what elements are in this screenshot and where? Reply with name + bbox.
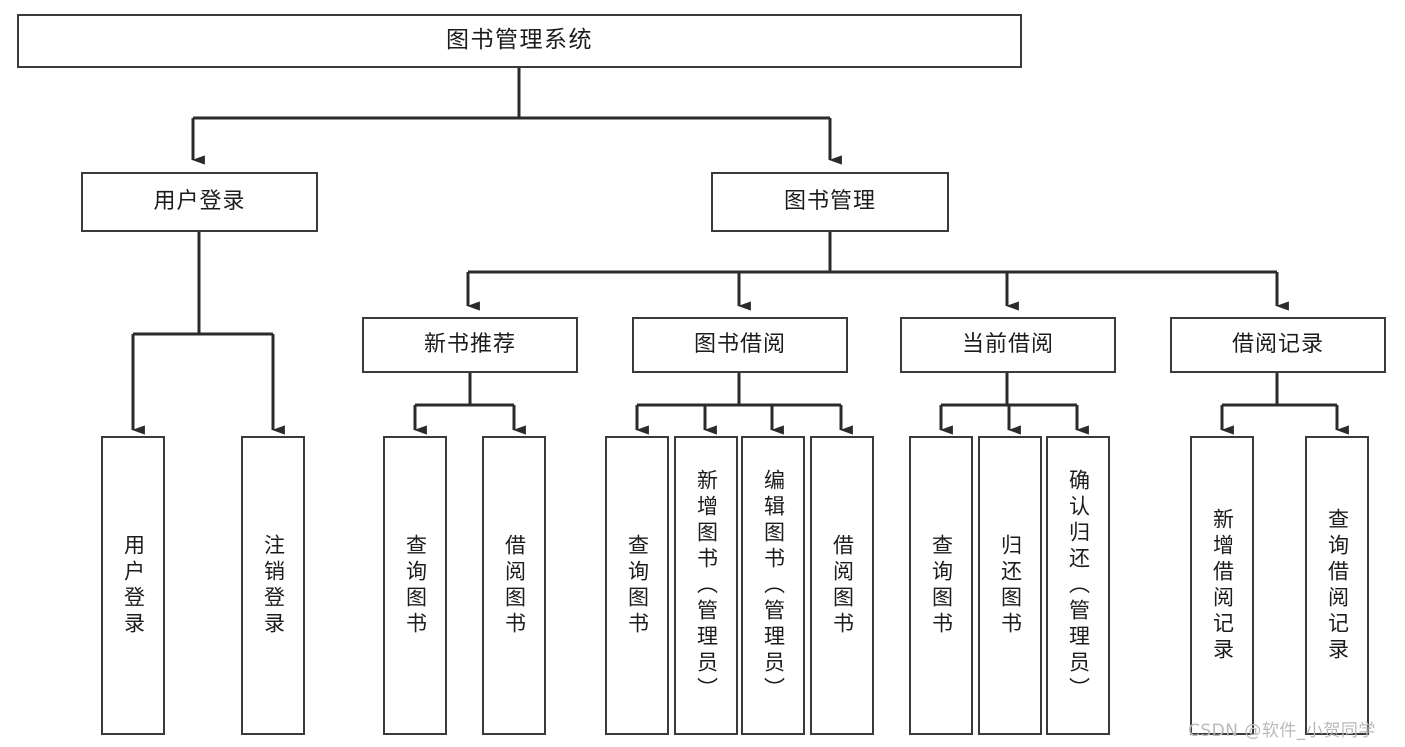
node-root-book-management-system[interactable]: 图书管理系统 xyxy=(17,14,1022,68)
leaf-query-book-recommend[interactable]: 查询图书 xyxy=(383,436,447,735)
leaf-confirm-return-admin[interactable]: 确认归还（管理员） xyxy=(1046,436,1110,735)
leaf-borrow-book[interactable]: 借阅图书 xyxy=(810,436,874,735)
node-label: 查询图书 xyxy=(625,533,650,638)
node-label: 图书借阅 xyxy=(693,332,786,358)
leaf-query-book-borrow[interactable]: 查询图书 xyxy=(605,436,669,735)
leaf-edit-book-admin[interactable]: 编辑图书（管理员） xyxy=(741,436,805,735)
leaf-add-borrow-record[interactable]: 新增借阅记录 xyxy=(1190,436,1254,735)
node-label: 用户登录 xyxy=(121,533,146,638)
node-book-management[interactable]: 图书管理 xyxy=(711,172,949,232)
node-new-book-recommendation[interactable]: 新书推荐 xyxy=(362,317,578,373)
leaf-logout[interactable]: 注销登录 xyxy=(241,436,305,735)
node-label: 编辑图书（管理员） xyxy=(761,468,786,703)
node-label: 新增借阅记录 xyxy=(1210,507,1235,664)
node-label: 归还图书 xyxy=(998,533,1023,638)
node-label: 借阅记录 xyxy=(1231,332,1324,358)
node-label: 注销登录 xyxy=(261,533,286,638)
node-label: 图书管理系统 xyxy=(446,27,593,54)
leaf-return-book[interactable]: 归还图书 xyxy=(978,436,1042,735)
node-label: 查询图书 xyxy=(403,533,428,638)
node-label: 查询借阅记录 xyxy=(1325,507,1350,664)
node-label: 新书推荐 xyxy=(423,332,516,358)
node-borrowing-record[interactable]: 借阅记录 xyxy=(1170,317,1386,373)
node-label: 当前借阅 xyxy=(961,332,1054,358)
node-label: 图书管理 xyxy=(783,189,876,215)
node-label: 用户登录 xyxy=(153,189,246,215)
watermark-text: CSDN @软件_小贺同学 xyxy=(1188,721,1376,741)
node-book-borrowing[interactable]: 图书借阅 xyxy=(632,317,848,373)
node-label: 查询图书 xyxy=(929,533,954,638)
node-label: 确认归还（管理员） xyxy=(1066,468,1091,703)
node-user-login[interactable]: 用户登录 xyxy=(81,172,318,232)
leaf-query-borrow-record[interactable]: 查询借阅记录 xyxy=(1305,436,1369,735)
node-label: 借阅图书 xyxy=(830,533,855,638)
leaf-user-login[interactable]: 用户登录 xyxy=(101,436,165,735)
node-label: 新增图书（管理员） xyxy=(694,468,719,703)
leaf-borrow-book-recommend[interactable]: 借阅图书 xyxy=(482,436,546,735)
leaf-add-book-admin[interactable]: 新增图书（管理员） xyxy=(674,436,738,735)
leaf-query-book-current[interactable]: 查询图书 xyxy=(909,436,973,735)
node-current-borrowing[interactable]: 当前借阅 xyxy=(900,317,1116,373)
node-label: 借阅图书 xyxy=(502,533,527,638)
